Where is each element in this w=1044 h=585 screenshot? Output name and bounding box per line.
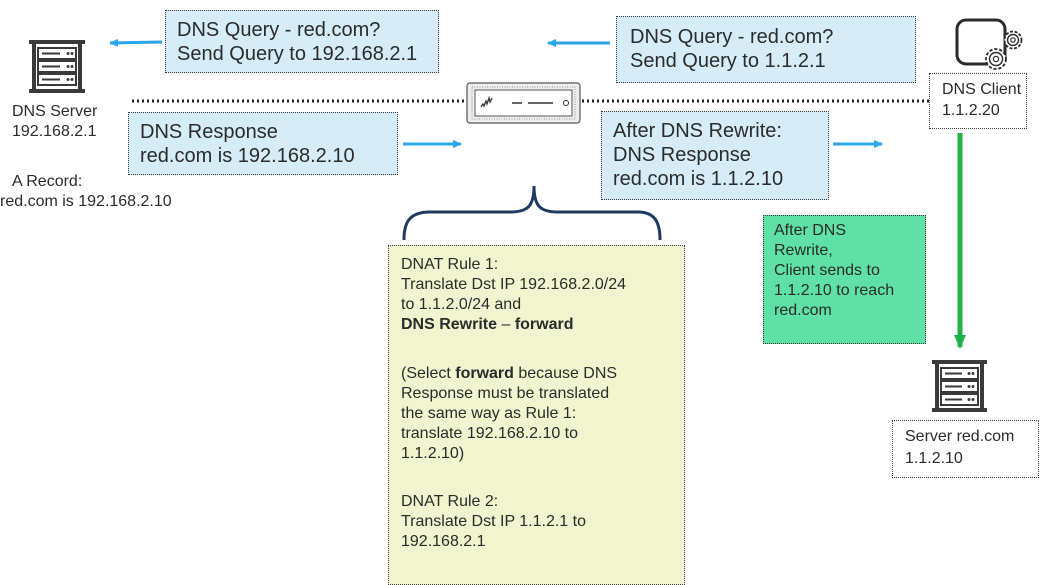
note-line3: the same way as Rule 1: xyxy=(401,405,577,422)
client-note-line3: Client sends to xyxy=(774,262,880,279)
rule-brace xyxy=(402,185,662,241)
dns-query-right-line1: DNS Query - red.com? xyxy=(630,26,834,48)
client-note-box: After DNS Rewrite, Client sends to 1.1.2… xyxy=(763,215,926,344)
rule1-line2: to 1.1.2.0/24 and xyxy=(401,296,522,313)
note-line1: (Select forward because DNS xyxy=(401,364,617,384)
dns-server-ip: 192.168.2.1 xyxy=(12,123,97,140)
rule1-title: DNAT Rule 1: xyxy=(401,256,499,273)
arrow-query-to-server xyxy=(109,38,163,47)
dns-response-left-box: DNS Response red.com is 192.168.2.10 xyxy=(128,112,398,175)
a-record-label: A Record: xyxy=(12,173,83,190)
dns-response-right-box: After DNS Rewrite: DNS Response red.com … xyxy=(601,111,829,200)
server-red-label: Server red.com xyxy=(905,428,1015,445)
note-line2: Response must be translated xyxy=(401,385,610,402)
dns-server-icon xyxy=(29,40,85,93)
server-red-box: Server red.com 1.1.2.10 xyxy=(892,420,1039,478)
dns-client-icon xyxy=(955,18,1023,70)
rule1-forward-bold: forward xyxy=(514,316,574,333)
server-red-icon xyxy=(932,360,987,412)
dns-response-left-line1: DNS Response xyxy=(140,121,278,143)
client-note-line5: red.com xyxy=(774,302,832,319)
dns-response-right-line3: red.com is 1.1.2.10 xyxy=(613,168,784,190)
dns-query-left-line1: DNS Query - red.com? xyxy=(177,19,381,41)
client-note-line2: Rewrite, xyxy=(774,242,833,259)
dns-query-left-box: DNS Query - red.com? Send Query to 192.1… xyxy=(165,10,439,73)
rule1-dash: – xyxy=(497,316,515,333)
dns-client-ip: 1.1.2.20 xyxy=(942,102,1000,119)
dnat-rules-box: DNAT Rule 1: Translate Dst IP 192.168.2.… xyxy=(388,245,685,585)
rule1-line1: Translate Dst IP 192.168.2.0/24 xyxy=(401,276,627,293)
rule2-line2: 192.168.2.1 xyxy=(401,533,486,550)
note-rest: because DNS xyxy=(513,365,618,382)
rule1-line3: DNS Rewrite – forward xyxy=(401,315,574,335)
a-record-value: red.com is 192.168.2.10 xyxy=(0,193,172,210)
dns-query-right-box: DNS Query - red.com? Send Query to 1.1.2… xyxy=(616,16,916,83)
dns-response-left-line2: red.com is 192.168.2.10 xyxy=(140,145,355,167)
note-line4: translate 192.168.2.10 to xyxy=(401,425,579,442)
client-note-line4: 1.1.2.10 to reach xyxy=(774,282,895,299)
dns-response-right-line2: DNS Response xyxy=(613,144,751,166)
dns-client-label: DNS Client xyxy=(942,81,1022,98)
client-note-line1: After DNS xyxy=(774,222,847,239)
note-line5: 1.1.2.10) xyxy=(401,445,465,462)
dns-response-right-line1: After DNS Rewrite: xyxy=(613,120,782,142)
note-forward-bold: forward xyxy=(455,365,514,382)
rule1-dns-rewrite-bold: DNS Rewrite xyxy=(401,316,498,333)
rule2-title: DNAT Rule 2: xyxy=(401,493,499,510)
server-red-ip: 1.1.2.10 xyxy=(905,450,963,467)
dns-query-left-line2: Send Query to 192.168.2.1 xyxy=(177,43,418,65)
dns-client-box: DNS Client 1.1.2.20 xyxy=(929,73,1027,129)
dns-query-right-line2: Send Query to 1.1.2.1 xyxy=(630,50,826,72)
dns-server-label: DNS Server xyxy=(12,103,98,120)
note-open: (Select xyxy=(401,365,456,382)
firewall-appliance-icon xyxy=(466,82,581,124)
rule2-line1: Translate Dst IP 1.1.2.1 to xyxy=(401,513,586,530)
